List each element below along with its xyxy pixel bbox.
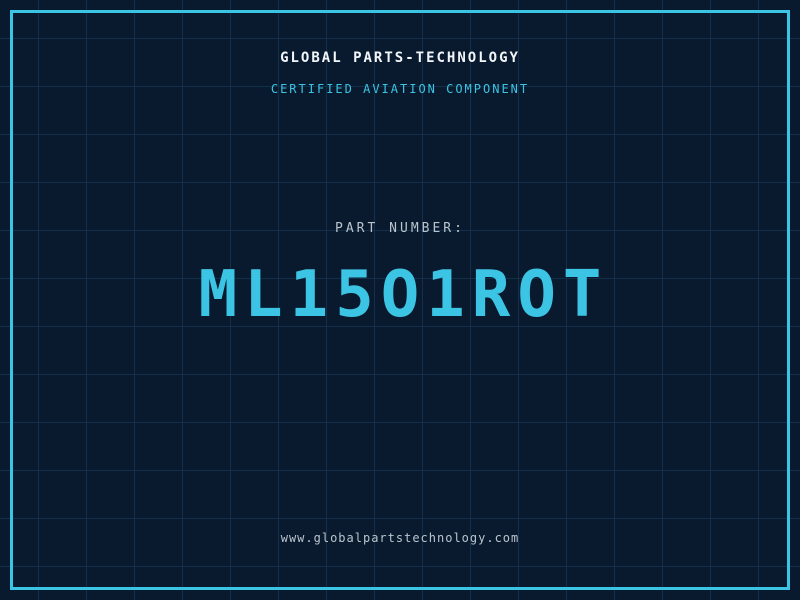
- website-url: www.globalpartstechnology.com: [280, 531, 520, 545]
- part-number-label: PART NUMBER:: [335, 221, 465, 236]
- certification-subtitle: CERTIFIED AVIATION COMPONENT: [270, 82, 530, 96]
- company-name: GLOBAL PARTS-TECHNOLOGY: [280, 50, 520, 66]
- part-number-value: ML15O1ROT: [198, 258, 609, 332]
